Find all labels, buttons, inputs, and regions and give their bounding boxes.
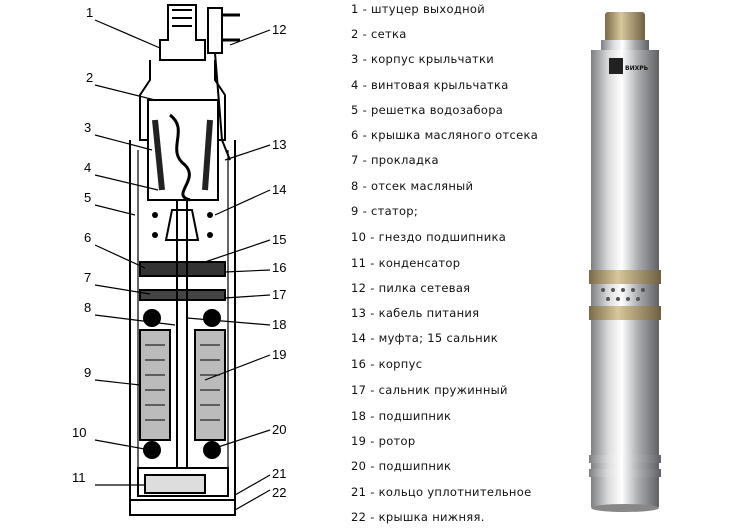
legend-item: 8 - отсек масляный — [351, 179, 474, 193]
legend-item: 19 - ротор — [351, 434, 416, 448]
callout-14: 14 — [272, 182, 286, 197]
legend-item: 11 - конденсатор — [351, 256, 461, 270]
callout-3: 3 — [84, 120, 91, 135]
legend-item: 21 - кольцо уплотнительное — [351, 485, 532, 499]
callout-19: 19 — [272, 347, 286, 362]
callout-21: 21 — [272, 466, 286, 481]
legend-item: 18 - подшипник — [351, 409, 452, 423]
legend-item: 16 - корпус — [351, 357, 423, 371]
legend-item: 7 - прокладка — [351, 153, 439, 167]
pump-photo: ВИХРЬ — [589, 12, 661, 512]
legend-item: 9 - статор; — [351, 204, 419, 218]
legend-item: 2 - сетка — [351, 27, 407, 41]
callout-17: 17 — [272, 287, 286, 302]
callout-13: 13 — [272, 137, 286, 152]
callout-2: 2 — [86, 70, 93, 85]
legend-item: 12 - пилка сетевая — [351, 281, 471, 295]
brand-label-plate — [609, 58, 623, 74]
callout-1: 1 — [86, 5, 93, 20]
callout-5: 5 — [84, 190, 91, 205]
legend-item: 4 - винтовая крыльчатка — [351, 78, 509, 92]
legend-item: 3 - корпус крыльчатки — [351, 52, 495, 66]
legend-item: 6 - крышка масляного отсека — [351, 128, 539, 142]
legend-item: 1 - штуцер выходной — [351, 2, 486, 16]
legend-item: 5 - решетка водозабора — [351, 103, 504, 117]
legend-item: 22 - крышка нижняя. — [351, 510, 485, 524]
pump-cross-section-drawing: 1 2 3 4 5 6 7 8 9 10 11 12 13 14 15 16 1… — [72, 4, 286, 516]
callout-20: 20 — [272, 422, 286, 437]
callout-6: 6 — [84, 230, 91, 245]
callout-12: 12 — [272, 22, 286, 37]
callout-15: 15 — [272, 232, 286, 247]
callout-4: 4 — [84, 160, 91, 175]
legend-item: 17 - сальник пружинный — [351, 383, 508, 397]
legend-item: 10 - гнездо подшипника — [351, 230, 507, 244]
callout-7: 7 — [84, 270, 91, 285]
callout-16: 16 — [272, 260, 286, 275]
legend-item: 13 - кабель питания — [351, 306, 480, 320]
callout-18: 18 — [272, 317, 286, 332]
callout-10: 10 — [72, 425, 86, 440]
callout-9: 9 — [84, 365, 91, 380]
parts-legend: 1 - штуцер выходной 2 - сетка 3 - корпус… — [345, 0, 575, 532]
callout-11: 11 — [72, 470, 86, 485]
legend-item: 14 - муфта; 15 сальник — [351, 331, 499, 345]
callout-22: 22 — [272, 485, 286, 500]
brand-label: ВИХРЬ — [625, 65, 649, 72]
legend-item: 20 - подшипник — [351, 459, 452, 473]
callout-8: 8 — [84, 300, 91, 315]
